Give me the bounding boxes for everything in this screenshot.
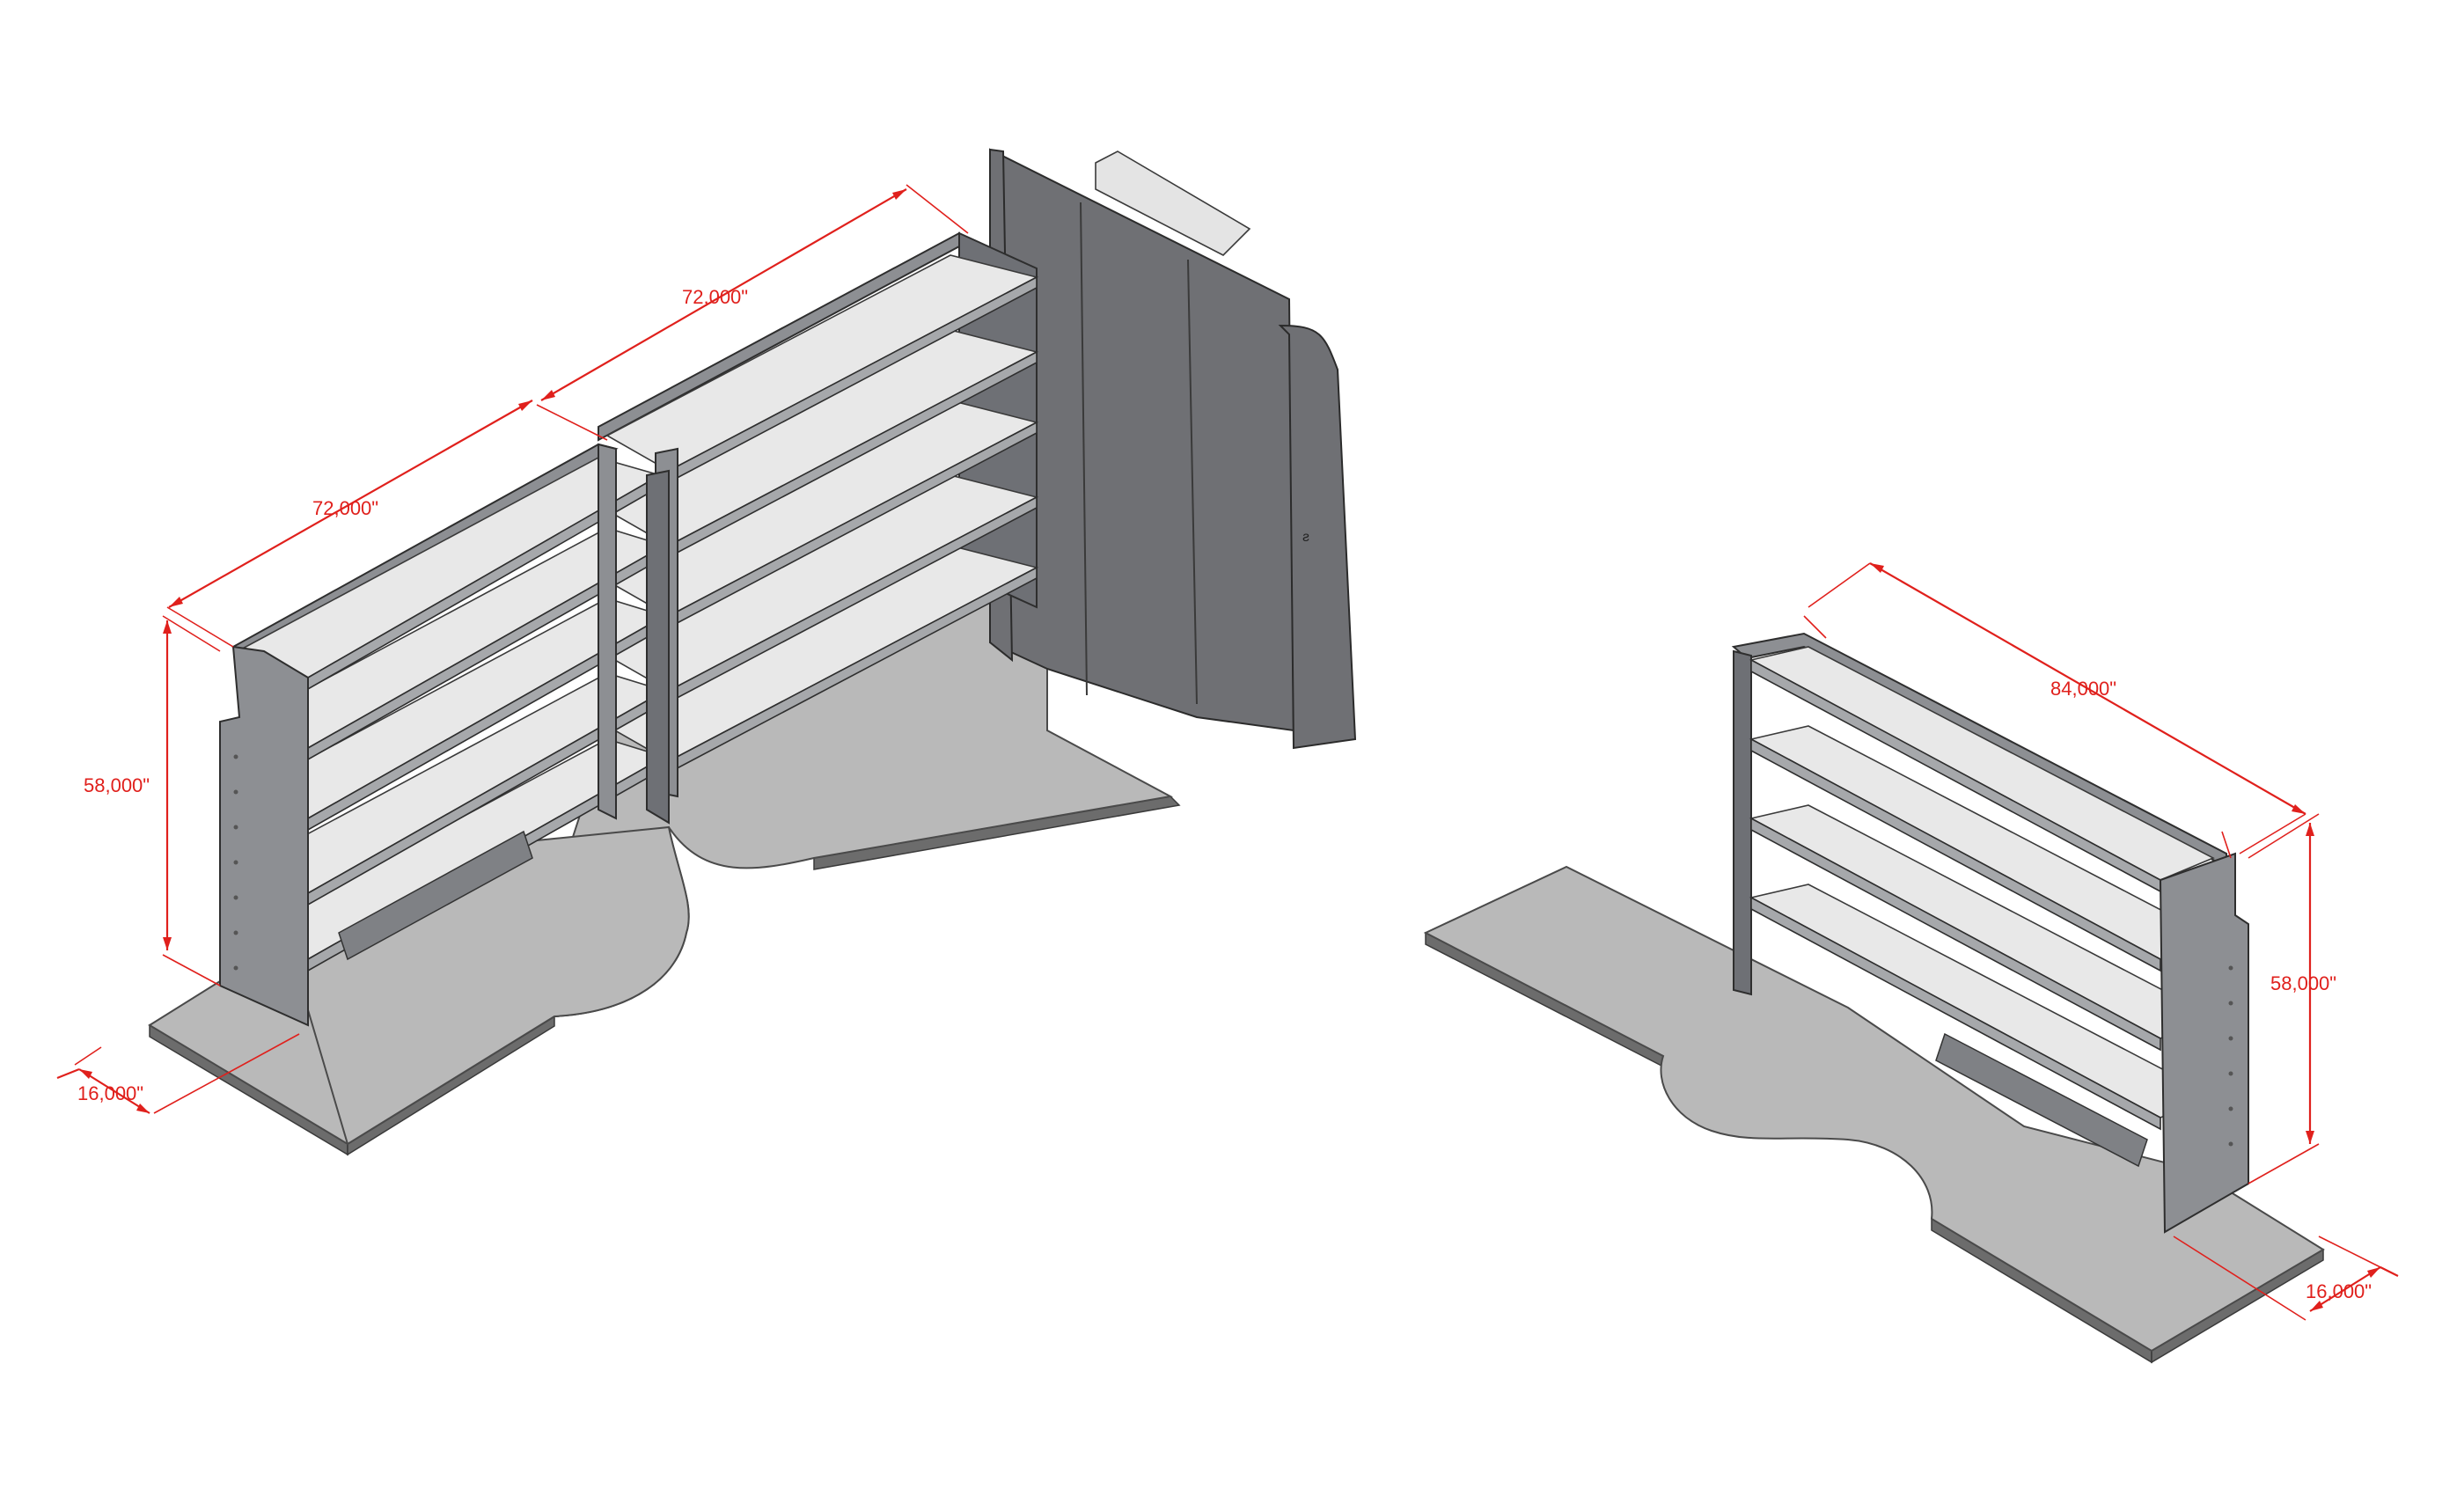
right-wheel-well-bin: [1935, 1032, 2148, 1168]
left-wheel-well-bin: [338, 830, 533, 961]
left-depth-label: 16,000": [77, 1082, 143, 1104]
right-van-floor: [1423, 865, 2325, 1364]
right-length-label: 84,000": [2050, 678, 2116, 700]
left-front-shelving-unit: [219, 443, 670, 1027]
left-back-shelving-unit: [598, 231, 1039, 798]
right-depth-label: 16,000": [2306, 1280, 2372, 1302]
svg-text:ƨ: ƨ: [1302, 530, 1309, 545]
left-length-upper-label: 72,000": [682, 286, 748, 308]
partition-wall: ƨ: [989, 148, 1357, 750]
left-height-label: 58,000": [84, 774, 150, 796]
right-dimension-lines: [1803, 562, 2399, 1321]
left-length-lower-label: 72,000": [312, 497, 378, 519]
right-height-label: 58,000": [2270, 972, 2336, 994]
left-dimension-lines: [56, 184, 969, 1114]
right-shelving-unit: [1731, 632, 2249, 1234]
